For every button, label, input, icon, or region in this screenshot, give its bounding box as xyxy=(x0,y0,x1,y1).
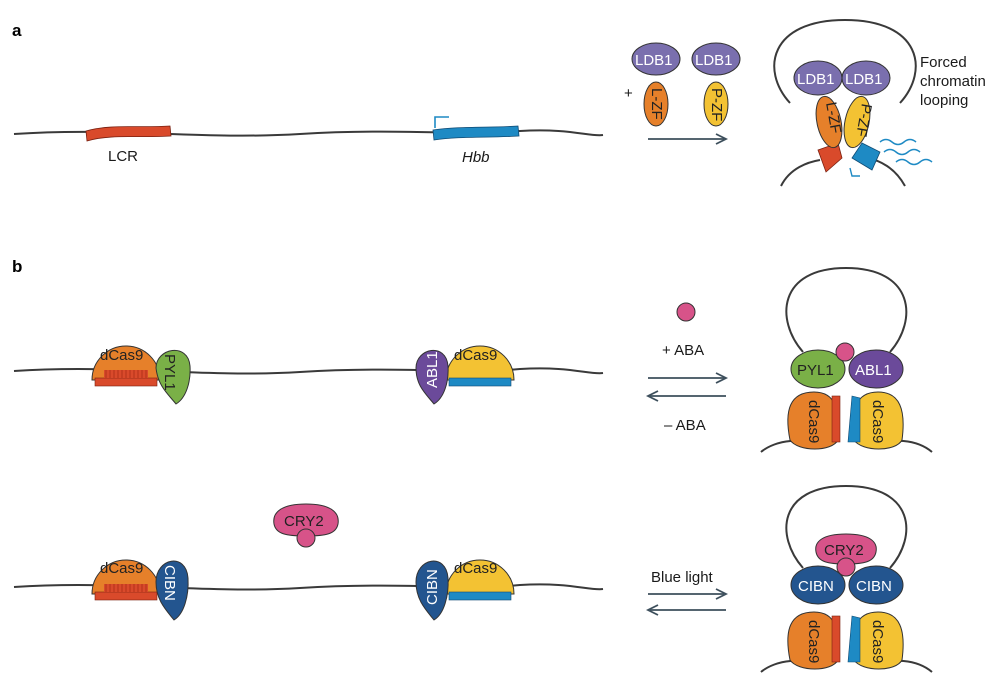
minus-aba-label: – ABA xyxy=(664,417,706,434)
caption-line-1: Forced xyxy=(920,54,967,71)
reversible-arrows-aba xyxy=(645,372,729,402)
dcas9-label-loop-4: dCas9 xyxy=(869,620,886,663)
abl1-label: ABL1 xyxy=(424,351,441,388)
aba-loop-result: dCas9 dCas9 PYL1 ABL1 xyxy=(760,266,933,453)
panel-b-label: b xyxy=(12,257,22,276)
plus-aba-label: + ABA xyxy=(662,342,704,359)
dcas9-label-loop-3: dCas9 xyxy=(805,620,822,663)
lcr-region xyxy=(85,125,172,142)
dcas9-label-loop-1: dCas9 xyxy=(805,400,822,443)
forward-arrow-a xyxy=(648,133,729,145)
lzf-label-loop: L-ZF xyxy=(822,101,844,135)
cry2-label: CRY2 xyxy=(284,513,324,530)
cry2-label-loop: CRY2 xyxy=(824,542,864,559)
ldb1-label-loop-2: LDB1 xyxy=(845,71,883,88)
cibn-label-2: CIBN xyxy=(424,569,441,605)
blue-light-label: Blue light xyxy=(651,569,714,586)
cibn-label-loop-1: CIBN xyxy=(798,578,834,595)
panel-a-label: a xyxy=(12,21,22,40)
caption-line-2: chromatin xyxy=(920,73,986,90)
hbb-label: Hbb xyxy=(462,149,490,166)
forced-loop-a: L-ZF P-ZF LDB1 LDB1 xyxy=(773,18,933,187)
cibn-label-loop-2: CIBN xyxy=(856,578,892,595)
ldb1-label-2: LDB1 xyxy=(695,52,733,69)
ldb1-pzf-complex: P-ZF LDB1 xyxy=(691,42,741,127)
cibn-dcas9-complex: dCas9 CIBN xyxy=(415,559,515,621)
pyl1-label: PYL1 xyxy=(161,354,178,391)
pzf-label-loop: P-ZF xyxy=(852,102,875,138)
caption-line-3: looping xyxy=(920,92,968,109)
dcas9-label-3: dCas9 xyxy=(100,560,143,577)
aba-molecule xyxy=(676,302,696,322)
dcas9-pyl1-complex: dCas9 PYL1 xyxy=(91,345,191,405)
pzf-label: P-ZF xyxy=(708,88,725,121)
light-loop-result: dCas9 dCas9 CIBN CIBN CRY2 xyxy=(760,484,933,673)
cry2-free: CRY2 xyxy=(273,503,339,548)
promoter-arrow-hbb xyxy=(434,116,449,128)
ldb1-lzf-complex: L-ZF LDB1 xyxy=(631,42,681,127)
lzf-label: L-ZF xyxy=(648,88,665,120)
abl1-label-loop: ABL1 xyxy=(855,362,892,379)
ldb1-label-loop-1: LDB1 xyxy=(797,71,835,88)
dcas9-label-2: dCas9 xyxy=(454,347,497,364)
pyl1-label-loop: PYL1 xyxy=(797,362,834,379)
dcas9-label-loop-2: dCas9 xyxy=(869,400,886,443)
cibn-label-1: CIBN xyxy=(161,565,178,601)
ldb1-label-1: LDB1 xyxy=(635,52,673,69)
plus-sign: + xyxy=(624,85,633,102)
dcas9-label-4: dCas9 xyxy=(454,560,497,577)
dcas9-label-1: dCas9 xyxy=(100,347,143,364)
lcr-label: LCR xyxy=(108,148,138,165)
reversible-arrows-light xyxy=(645,588,729,616)
hbb-gene xyxy=(432,125,520,141)
dcas9-cibn-complex: dCas9 CIBN xyxy=(91,559,189,621)
abl1-dcas9-complex: dCas9 ABL1 xyxy=(415,345,515,405)
